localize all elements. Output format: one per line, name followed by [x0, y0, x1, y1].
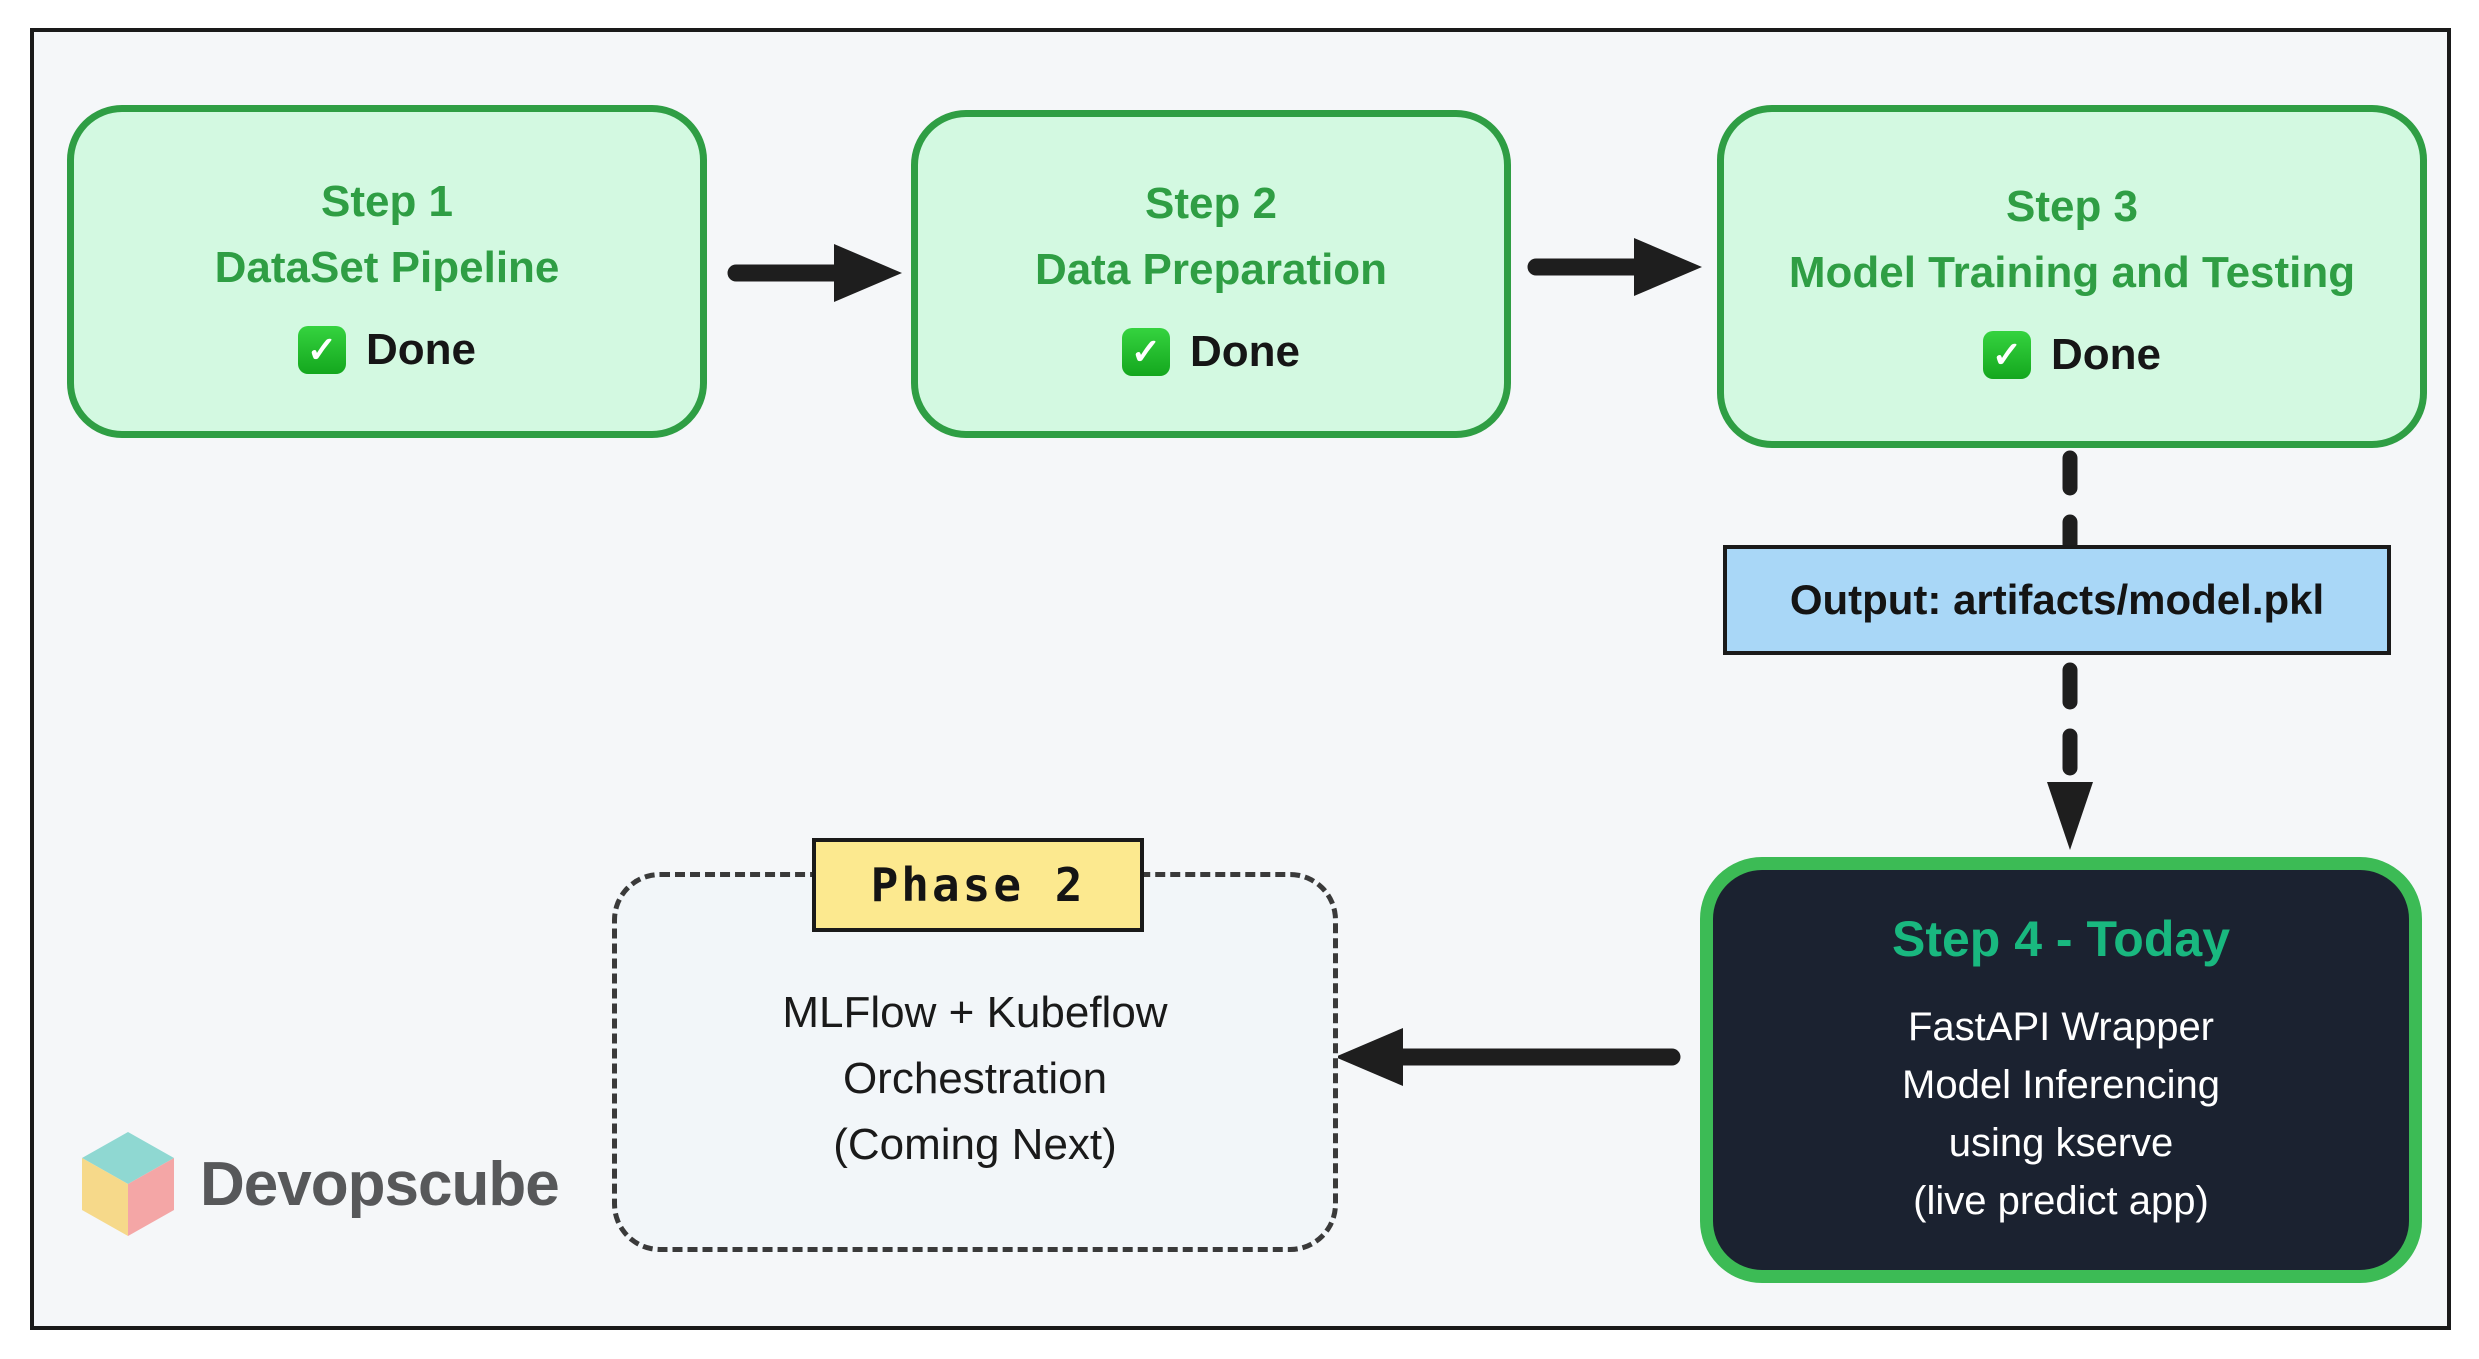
step3-name: Model Training and Testing	[1788, 247, 2356, 297]
logo-wordmark: Devopscube	[200, 1149, 560, 1219]
phase2-label-text: Phase 2	[870, 858, 1086, 912]
arrow-step1-to-step2-icon	[727, 244, 902, 302]
step3-status-label: Done	[2051, 329, 2161, 379]
step4-line-2: Model Inferencing	[1902, 1063, 2220, 1107]
step1-name: DataSet Pipeline	[214, 242, 560, 292]
check-icon: ✓	[1122, 328, 1170, 376]
step1-status: ✓ Done	[298, 325, 476, 375]
phase2-box: MLFlow + Kubeflow Orchestration (Coming …	[612, 872, 1338, 1252]
step1-status-label: Done	[366, 324, 476, 374]
step3-number: Step 3	[2005, 181, 2139, 231]
arrow-step4-to-phase2-icon	[1335, 1028, 1681, 1086]
step4-title: Step 4 - Today	[1891, 911, 2230, 967]
step2-number: Step 2	[1144, 179, 1278, 228]
step2-status: ✓ Done	[1122, 327, 1300, 377]
output-artifact-box: Output: artifacts/model.pkl	[1723, 545, 2391, 655]
cube-icon	[82, 1132, 174, 1236]
step4-box: Step 4 - Today FastAPI Wrapper Model Inf…	[1700, 857, 2422, 1283]
step4-line-4: (live predict app)	[1913, 1179, 2209, 1223]
step2-status-label: Done	[1190, 327, 1300, 376]
dashed-arrow-output-to-step4-icon	[2047, 662, 2093, 850]
step2-name: Data Preparation	[1034, 245, 1388, 294]
step1-number: Step 1	[320, 176, 454, 226]
phase2-line-1: MLFlow + Kubeflow	[782, 988, 1168, 1037]
phase2-label: Phase 2	[812, 838, 1144, 932]
arrow-step2-to-step3-icon	[1527, 238, 1702, 296]
step3-title: Step 3 Model Training and Testing	[1789, 174, 2355, 306]
phase2-line-2: Orchestration	[842, 1054, 1108, 1103]
step2-title: Step 2 Data Preparation	[1035, 171, 1387, 303]
check-icon: ✓	[1983, 330, 2031, 379]
step1-title: Step 1 DataSet Pipeline	[215, 169, 560, 301]
phase2-line-3: (Coming Next)	[833, 1120, 1117, 1169]
output-artifact-label: Output: artifacts/model.pkl	[1789, 576, 2325, 623]
step1-box: Step 1 DataSet Pipeline ✓ Done	[67, 105, 707, 438]
step4-line-3: using kserve	[1948, 1121, 2174, 1165]
step2-box: Step 2 Data Preparation ✓ Done	[911, 110, 1511, 438]
dashed-connector-step3-to-output-icon	[2062, 450, 2078, 552]
check-icon: ✓	[298, 325, 346, 374]
step3-status: ✓ Done	[1983, 330, 2161, 380]
step4-line-1: FastAPI Wrapper	[1907, 1005, 2215, 1049]
step3-box: Step 3 Model Training and Testing ✓ Done	[1717, 105, 2427, 448]
devopscube-logo: Devopscube	[78, 1128, 560, 1240]
